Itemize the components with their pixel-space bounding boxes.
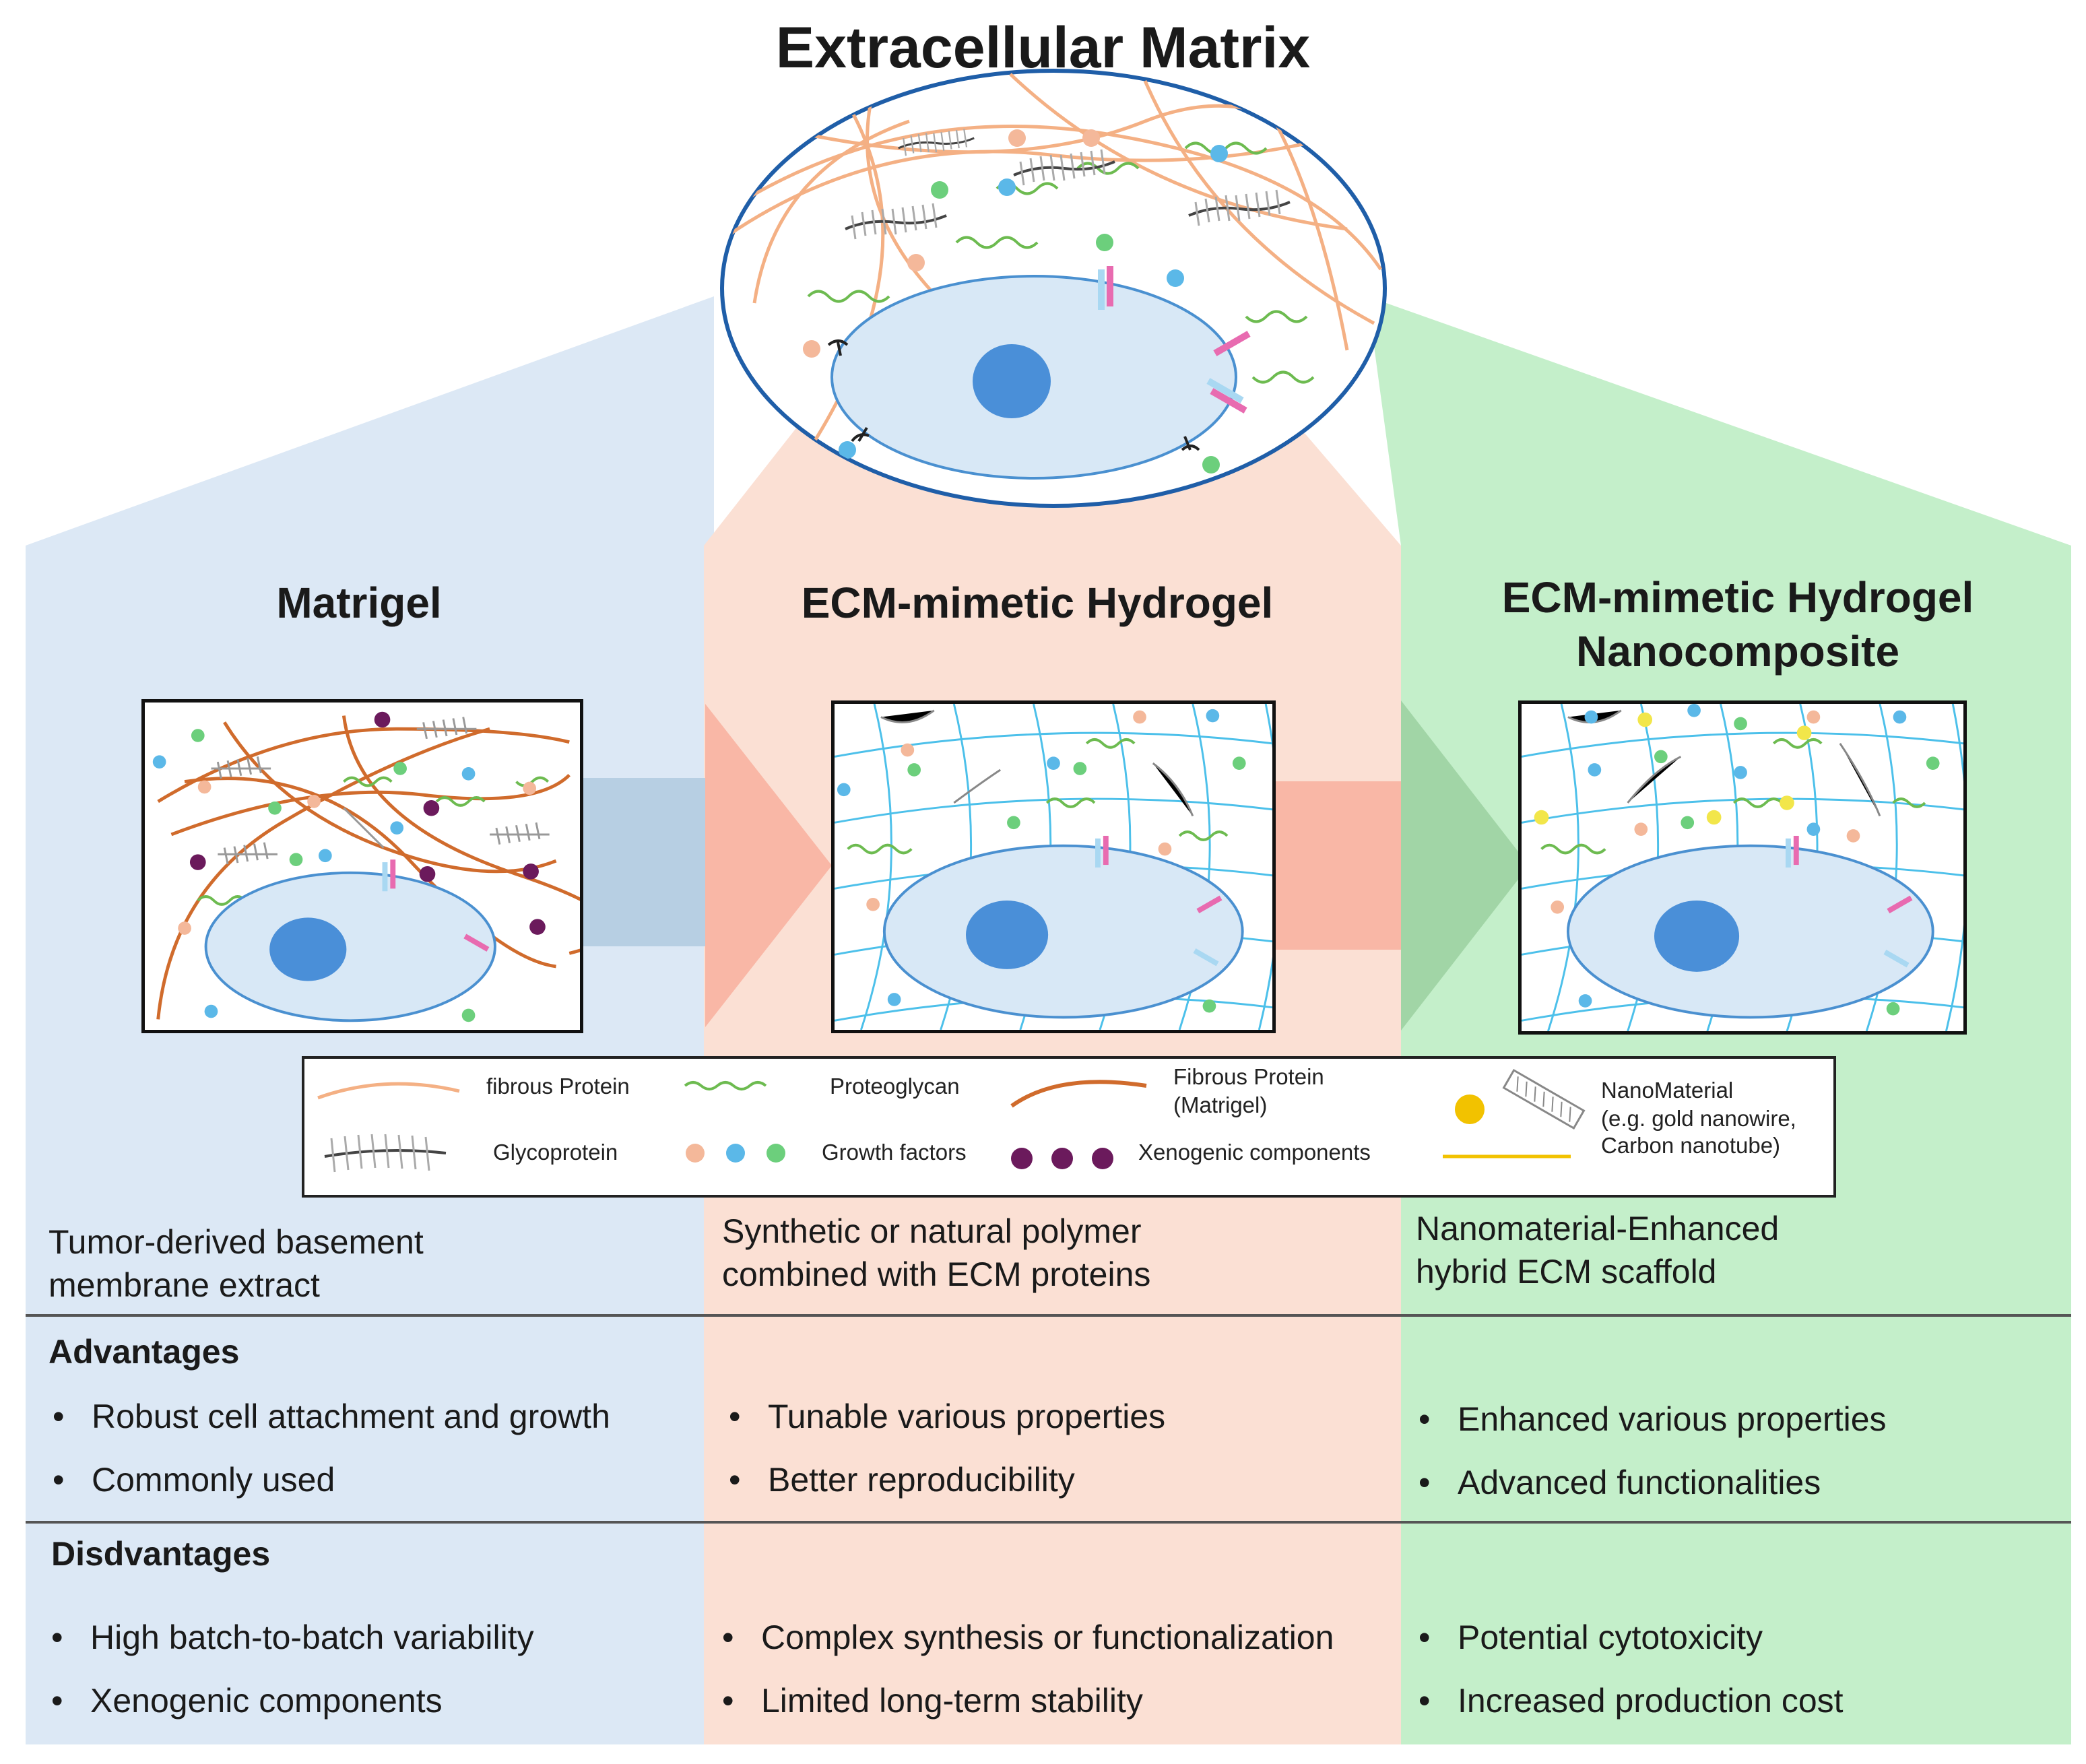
legend-symbols bbox=[317, 1068, 1586, 1173]
legend-proteoglycan: Proteoglycan bbox=[830, 1074, 960, 1099]
nanocomposite-title-line-1: ECM-mimetic Hydrogel bbox=[1501, 573, 1974, 622]
matrigel-advantage-2: Commonly used bbox=[53, 1460, 335, 1499]
advantages-heading: Advantages bbox=[48, 1333, 240, 1371]
arrow-head-2 bbox=[1401, 700, 1529, 1031]
nanocomposite-disadvantage-2: Increased production cost bbox=[1419, 1681, 1844, 1720]
matrigel-advantage-1: Robust cell attachment and growth bbox=[53, 1397, 610, 1436]
legend: fibrous Protein Proteoglycan Fibrous Pro… bbox=[302, 1056, 1836, 1198]
matrigel-description-line-1: Tumor-derived basement bbox=[48, 1223, 424, 1261]
disadvantages-heading: Disdvantages bbox=[51, 1535, 271, 1573]
arrow-shaft-2 bbox=[1275, 781, 1401, 950]
legend-fibrous-protein: fibrous Protein bbox=[486, 1074, 630, 1099]
hydrogel-title: ECM-mimetic Hydrogel bbox=[801, 579, 1274, 627]
legend-glycoprotein: Glycoprotein bbox=[493, 1140, 618, 1165]
hydrogel-advantage-2: Better reproducibility bbox=[729, 1460, 1075, 1499]
arrow-shaft-1 bbox=[581, 778, 705, 946]
legend-fibrous-protein-matrigel-1: Fibrous Protein bbox=[1173, 1064, 1324, 1089]
matrigel-illustration bbox=[141, 699, 583, 1033]
nanocomposite-illustration bbox=[1518, 700, 1967, 1035]
matrigel-description-line-2: membrane extract bbox=[48, 1266, 320, 1304]
nanocomposite-disadvantage-1: Potential cytotoxicity bbox=[1419, 1618, 1763, 1657]
hydrogel-disadvantage-2: Limited long-term stability bbox=[722, 1681, 1143, 1720]
matrigel-disadvantage-2: Xenogenic components bbox=[51, 1681, 443, 1720]
legend-nanomaterial-3: Carbon nanotube) bbox=[1601, 1133, 1781, 1158]
legend-growth-factors: Growth factors bbox=[822, 1140, 967, 1165]
matrigel-title: Matrigel bbox=[276, 579, 442, 627]
hydrogel-description-line-1: Synthetic or natural polymer bbox=[722, 1212, 1142, 1250]
hydrogel-disadvantage-1: Complex synthesis or functionalization bbox=[722, 1618, 1334, 1657]
hydrogel-illustration bbox=[831, 700, 1276, 1033]
nanocomposite-description-line-1: Nanomaterial-Enhanced bbox=[1416, 1210, 1780, 1247]
nanocomposite-description-line-2: hybrid ECM scaffold bbox=[1416, 1253, 1717, 1291]
legend-nanomaterial-2: (e.g. gold nanowire, bbox=[1601, 1106, 1796, 1131]
hydrogel-advantage-1: Tunable various properties bbox=[729, 1397, 1165, 1436]
matrigel-disadvantage-1: High batch-to-batch variability bbox=[51, 1618, 534, 1657]
arrow-head-1 bbox=[705, 704, 832, 1027]
legend-fibrous-protein-matrigel-2: (Matrigel) bbox=[1173, 1092, 1268, 1117]
nanocomposite-advantage-1: Enhanced various properties bbox=[1419, 1400, 1886, 1439]
nanocomposite-title-line-2: Nanocomposite bbox=[1575, 627, 1900, 676]
page-title: Extracellular Matrix bbox=[775, 15, 1311, 80]
legend-xenogenic: Xenogenic components bbox=[1138, 1140, 1371, 1165]
hydrogel-description-line-2: combined with ECM proteins bbox=[722, 1255, 1151, 1293]
legend-nanomaterial-1: NanoMaterial bbox=[1601, 1078, 1734, 1103]
nanocomposite-advantage-2: Advanced functionalities bbox=[1419, 1463, 1821, 1502]
